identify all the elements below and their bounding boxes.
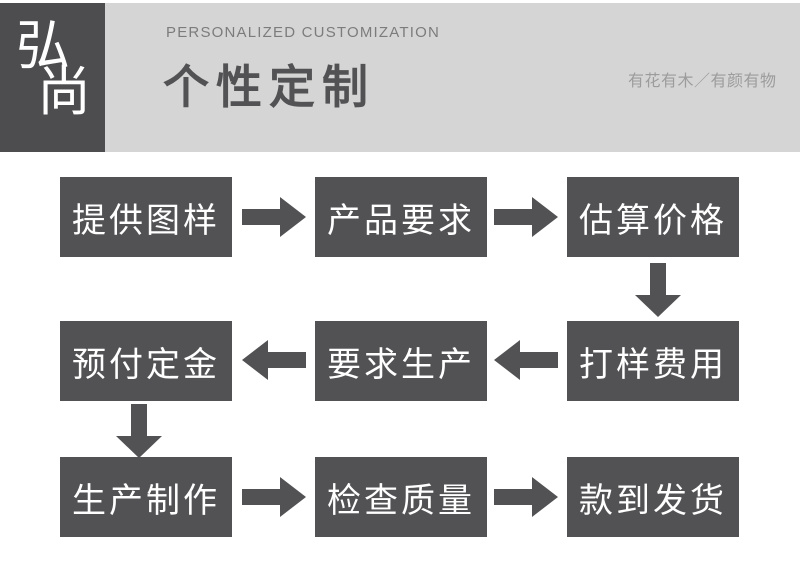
- page-title: 个性定制: [163, 61, 375, 113]
- header-tagline: 有花有木／有颜有物: [628, 73, 777, 90]
- step-ship-on-payment: 款到发货: [567, 457, 739, 537]
- arrow-right-icon: [494, 475, 558, 519]
- step-estimate-price: 估算价格: [567, 177, 739, 257]
- step-provide-artwork: 提供图样: [60, 177, 232, 257]
- arrow-down-icon: [635, 263, 681, 317]
- arrow-right-icon: [242, 195, 306, 239]
- step-production: 生产制作: [60, 457, 232, 537]
- header: 弘 尚 PERSONALIZED CUSTOMIZATION 个性定制 有花有木…: [0, 3, 800, 152]
- arrow-right-icon: [242, 475, 306, 519]
- logo-char-top: 弘: [16, 16, 70, 76]
- arrow-left-icon: [242, 338, 306, 382]
- step-product-requirements: 产品要求: [315, 177, 487, 257]
- step-request-production: 要求生产: [315, 321, 487, 401]
- header-subtitle: PERSONALIZED CUSTOMIZATION: [166, 24, 441, 41]
- step-quality-inspection: 检查质量: [315, 457, 487, 537]
- brand-logo: 弘 尚: [0, 3, 105, 152]
- arrow-left-icon: [494, 338, 558, 382]
- arrow-right-icon: [494, 195, 558, 239]
- arrow-down-icon: [116, 404, 162, 458]
- logo-char-bottom: 尚: [37, 62, 91, 122]
- step-prepay-deposit: 预付定金: [60, 321, 232, 401]
- step-sampling-fee: 打样费用: [567, 321, 739, 401]
